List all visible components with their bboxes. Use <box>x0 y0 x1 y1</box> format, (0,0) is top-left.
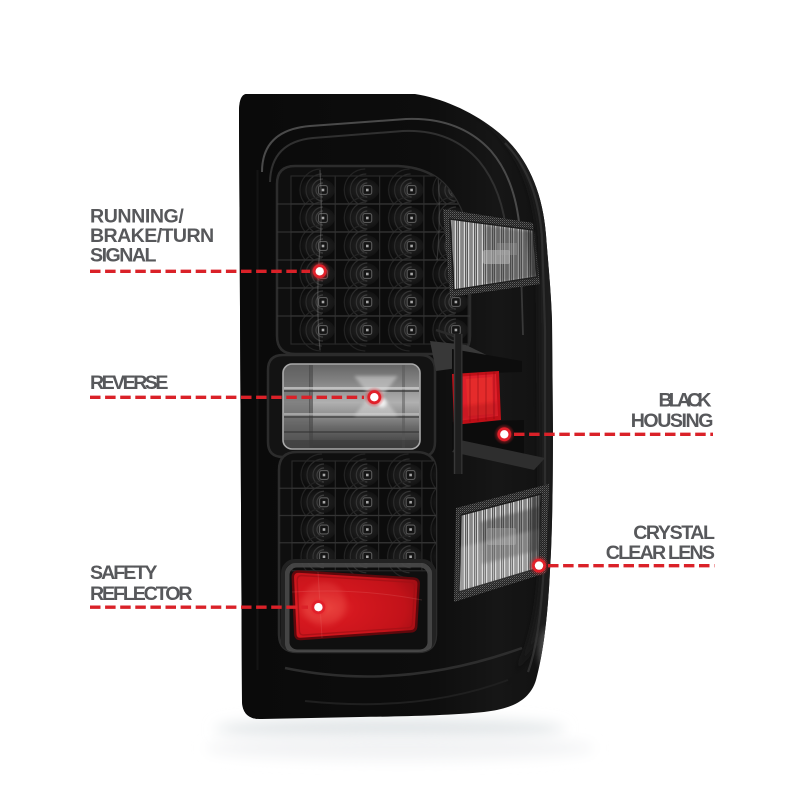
svg-text:BLACK: BLACK <box>659 390 712 412</box>
svg-text:CLEAR LENS: CLEAR LENS <box>606 542 715 564</box>
svg-text:SIGNAL: SIGNAL <box>90 245 157 267</box>
svg-text:CRYSTAL: CRYSTAL <box>633 522 715 544</box>
svg-text:BRAKE/TURN: BRAKE/TURN <box>90 225 214 247</box>
svg-text:REVERSE: REVERSE <box>90 372 168 394</box>
svg-text:HOUSING: HOUSING <box>631 410 714 432</box>
svg-text:SAFETY: SAFETY <box>90 562 158 584</box>
svg-text:REFLECTOR: REFLECTOR <box>90 583 193 605</box>
svg-text:RUNNING/: RUNNING/ <box>90 205 184 227</box>
